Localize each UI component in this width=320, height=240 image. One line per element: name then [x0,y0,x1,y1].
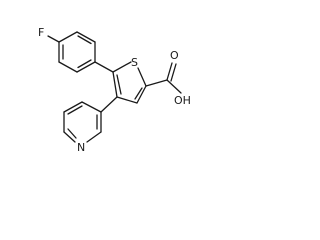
sulfur-label: S [131,56,138,69]
ring-bond [58,31,78,43]
nitrogen-label: N [77,141,85,154]
ring-bond [58,61,78,73]
molecule-canvas: F S O OH [38,26,191,154]
ring-double-bond [77,59,92,69]
pyridine-ring [63,101,102,143]
ring-bond [81,101,102,113]
ring-bond [63,131,76,143]
phenyl-thiophene-bond [94,61,114,73]
ring-bond [112,71,118,98]
fluorophenyl-ring [58,31,96,73]
ring-bond [136,85,147,104]
carbonyl-oxygen-label: O [170,49,179,62]
ring-bond [63,101,83,113]
ring-double-bond [67,128,77,139]
fluorine-label: F [38,26,44,39]
ring-bond [137,67,147,87]
carbonyl-double-bond [166,62,173,81]
ring-double-bond [67,105,83,115]
ring-bond [116,96,138,104]
hydroxyl-label: OH [174,94,191,107]
carbon-fluorine-bond [47,35,60,43]
hydroxyl-bond [166,79,182,94]
ring-double-bond [77,35,92,45]
ring-bond [86,131,102,143]
carboxyl-bond [145,79,168,87]
structure-drawing: F S O OH [38,26,191,154]
ring-double-bond [116,74,122,95]
ring-bond [76,61,96,73]
ring-bond [112,61,132,73]
thiophene-ring [112,61,147,104]
ring-bond [76,31,96,43]
thiophene-pyridine-bond [100,96,118,113]
ring-double-bond [134,87,143,100]
carboxylic-acid-group [145,62,182,94]
carbonyl-double-bond [170,63,177,82]
